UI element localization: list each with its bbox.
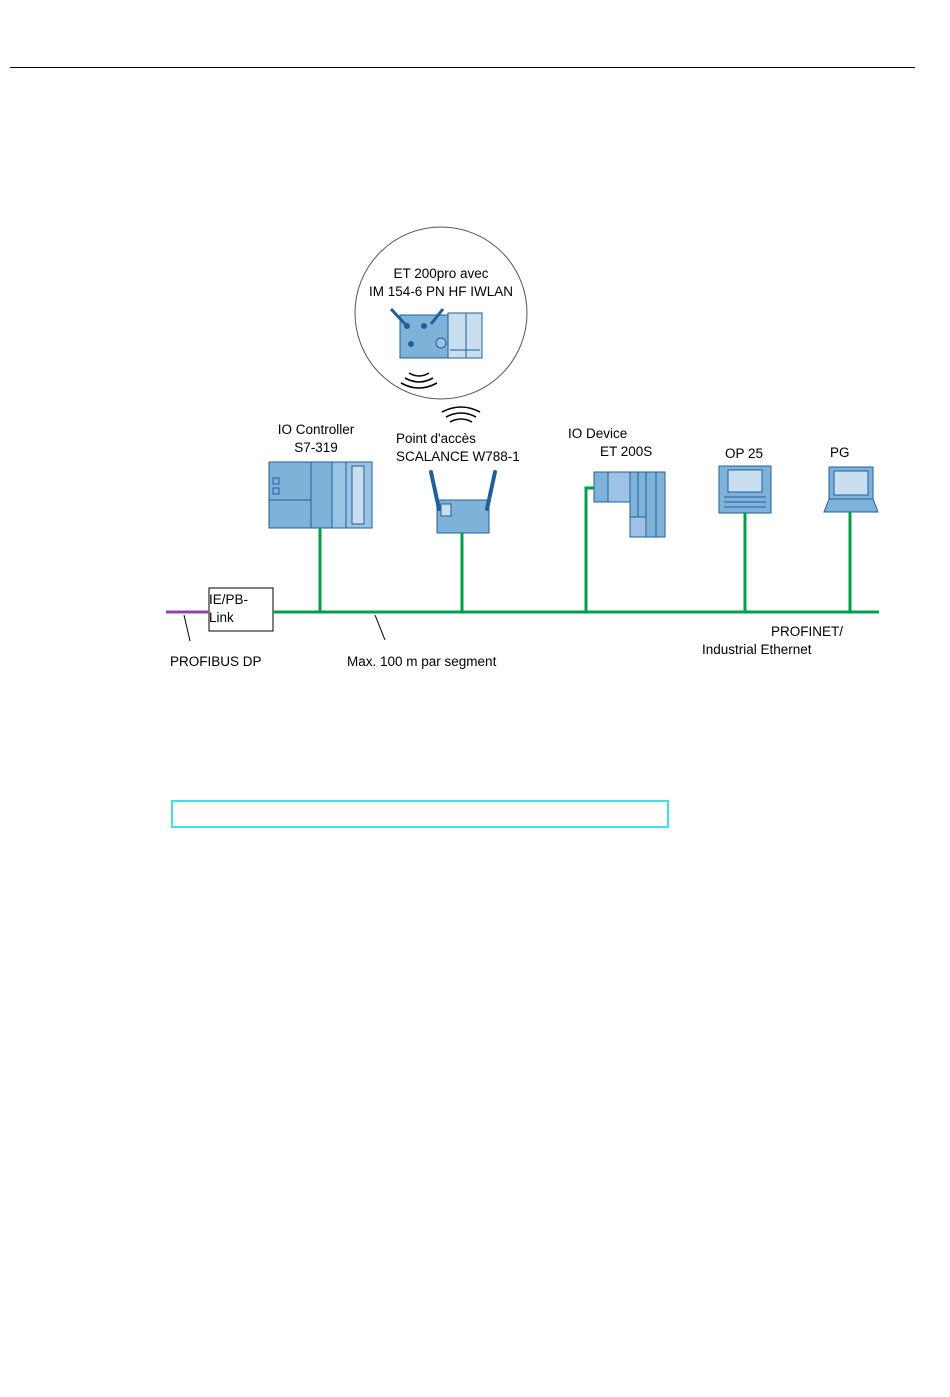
- op25-panel-icon: [719, 466, 771, 513]
- access-point-icon: [431, 472, 495, 533]
- wireless-device-label-line1: ET 200pro avec: [360, 265, 522, 283]
- et200s-icon: [594, 472, 665, 537]
- ie-pb-link-label-line1: IE/PB-: [209, 591, 248, 609]
- io-controller-label: IO Controller S7-319: [262, 421, 370, 457]
- radio-waves-ap-icon: [442, 407, 480, 422]
- access-point-label-line1: Point d'accès: [396, 430, 520, 448]
- pg-laptop-icon: [824, 467, 878, 512]
- access-point-label: Point d'accès SCALANCE W788-1: [396, 430, 520, 466]
- io-device-label-line1: IO Device: [568, 425, 652, 443]
- profibus-label: PROFIBUS DP: [170, 653, 262, 671]
- op25-label: OP 25: [725, 445, 763, 463]
- ie-pb-link-label: IE/PB- Link: [209, 591, 248, 627]
- wireless-device-label-line2: IM 154-6 PN HF IWLAN: [360, 283, 522, 301]
- access-point-label-line2: SCALANCE W788-1: [396, 448, 520, 466]
- et200pro-device-icon: [391, 309, 482, 358]
- ie-pb-link-label-line2: Link: [209, 609, 248, 627]
- io-controller-label-line2: S7-319: [262, 439, 370, 457]
- network-label-line1: PROFINET/: [702, 623, 843, 641]
- network-label: PROFINET/ Industrial Ethernet: [702, 623, 843, 659]
- io-device-label-line2: ET 200S: [568, 443, 652, 461]
- caption-box: [171, 800, 669, 828]
- io-device-label: IO Device ET 200S: [568, 425, 652, 461]
- profibus-leader: [184, 615, 190, 641]
- io-controller-label-line1: IO Controller: [262, 421, 370, 439]
- network-label-line2: Industrial Ethernet: [702, 641, 843, 659]
- io-controller-icon: [269, 462, 372, 528]
- pg-label: PG: [830, 444, 850, 462]
- segment-label: Max. 100 m par segment: [347, 653, 496, 671]
- wireless-device-label: ET 200pro avec IM 154-6 PN HF IWLAN: [360, 265, 522, 301]
- segment-leader: [375, 615, 385, 640]
